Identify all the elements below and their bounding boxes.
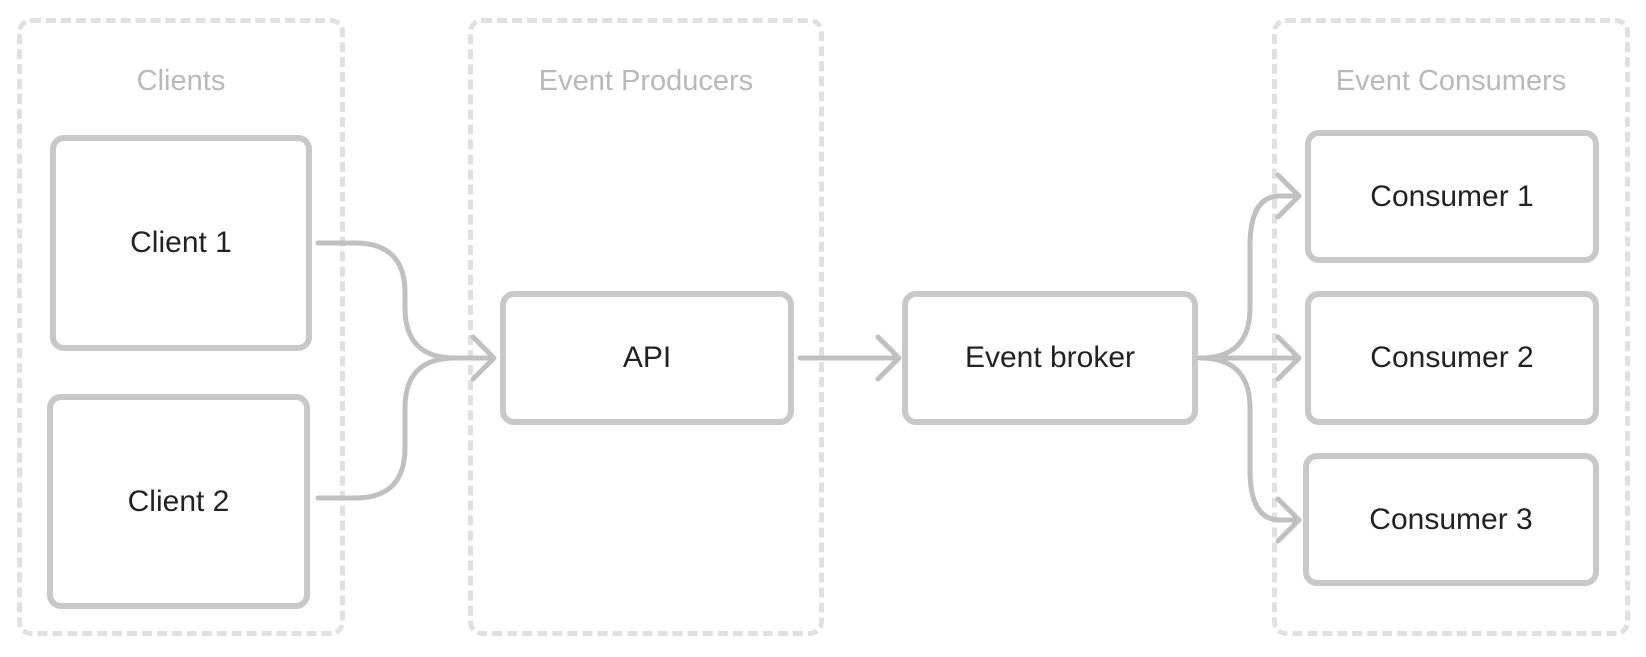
consumer-2-node[interactable]: Consumer 2: [1305, 291, 1599, 425]
arrowhead-api-icon: [470, 334, 497, 382]
api-node[interactable]: API: [500, 291, 794, 425]
client-1-node[interactable]: Client 1: [50, 135, 312, 351]
consumer-3-label: Consumer 3: [1369, 502, 1533, 536]
clients-group: Clients: [17, 18, 345, 636]
consumer-1-node[interactable]: Consumer 1: [1305, 130, 1599, 263]
arrowhead-consumer2-icon: [1275, 334, 1302, 382]
edge-client1-api: [315, 240, 493, 361]
event-broker-label: Event broker: [964, 341, 1136, 374]
event-consumers-group-label: Event Consumers: [1335, 65, 1567, 97]
arrowhead-consumer1-icon: [1275, 172, 1302, 220]
consumer-1-label: Consumer 1: [1370, 179, 1534, 213]
client-2-label: Client 2: [127, 484, 230, 518]
clients-group-label: Clients: [136, 65, 226, 97]
consumer-2-label: Consumer 2: [1370, 341, 1534, 374]
edge-client2-api: [315, 355, 493, 501]
edge-broker-consumer3: [1197, 355, 1298, 523]
arrowhead-broker-icon: [875, 334, 902, 382]
api-label: API: [622, 341, 672, 374]
client-2-node[interactable]: Client 2: [47, 394, 310, 609]
edge-broker-consumer1: [1197, 193, 1298, 361]
arrowhead-consumer3-icon: [1275, 496, 1302, 544]
event-consumers-group: Event Consumers: [1272, 18, 1630, 636]
event-broker-node[interactable]: Event broker: [902, 291, 1198, 425]
consumer-3-node[interactable]: Consumer 3: [1303, 453, 1599, 586]
event-producers-group: Event Producers: [468, 18, 824, 636]
client-1-label: Client 1: [130, 226, 232, 259]
event-producers-group-label: Event Producers: [538, 65, 754, 97]
